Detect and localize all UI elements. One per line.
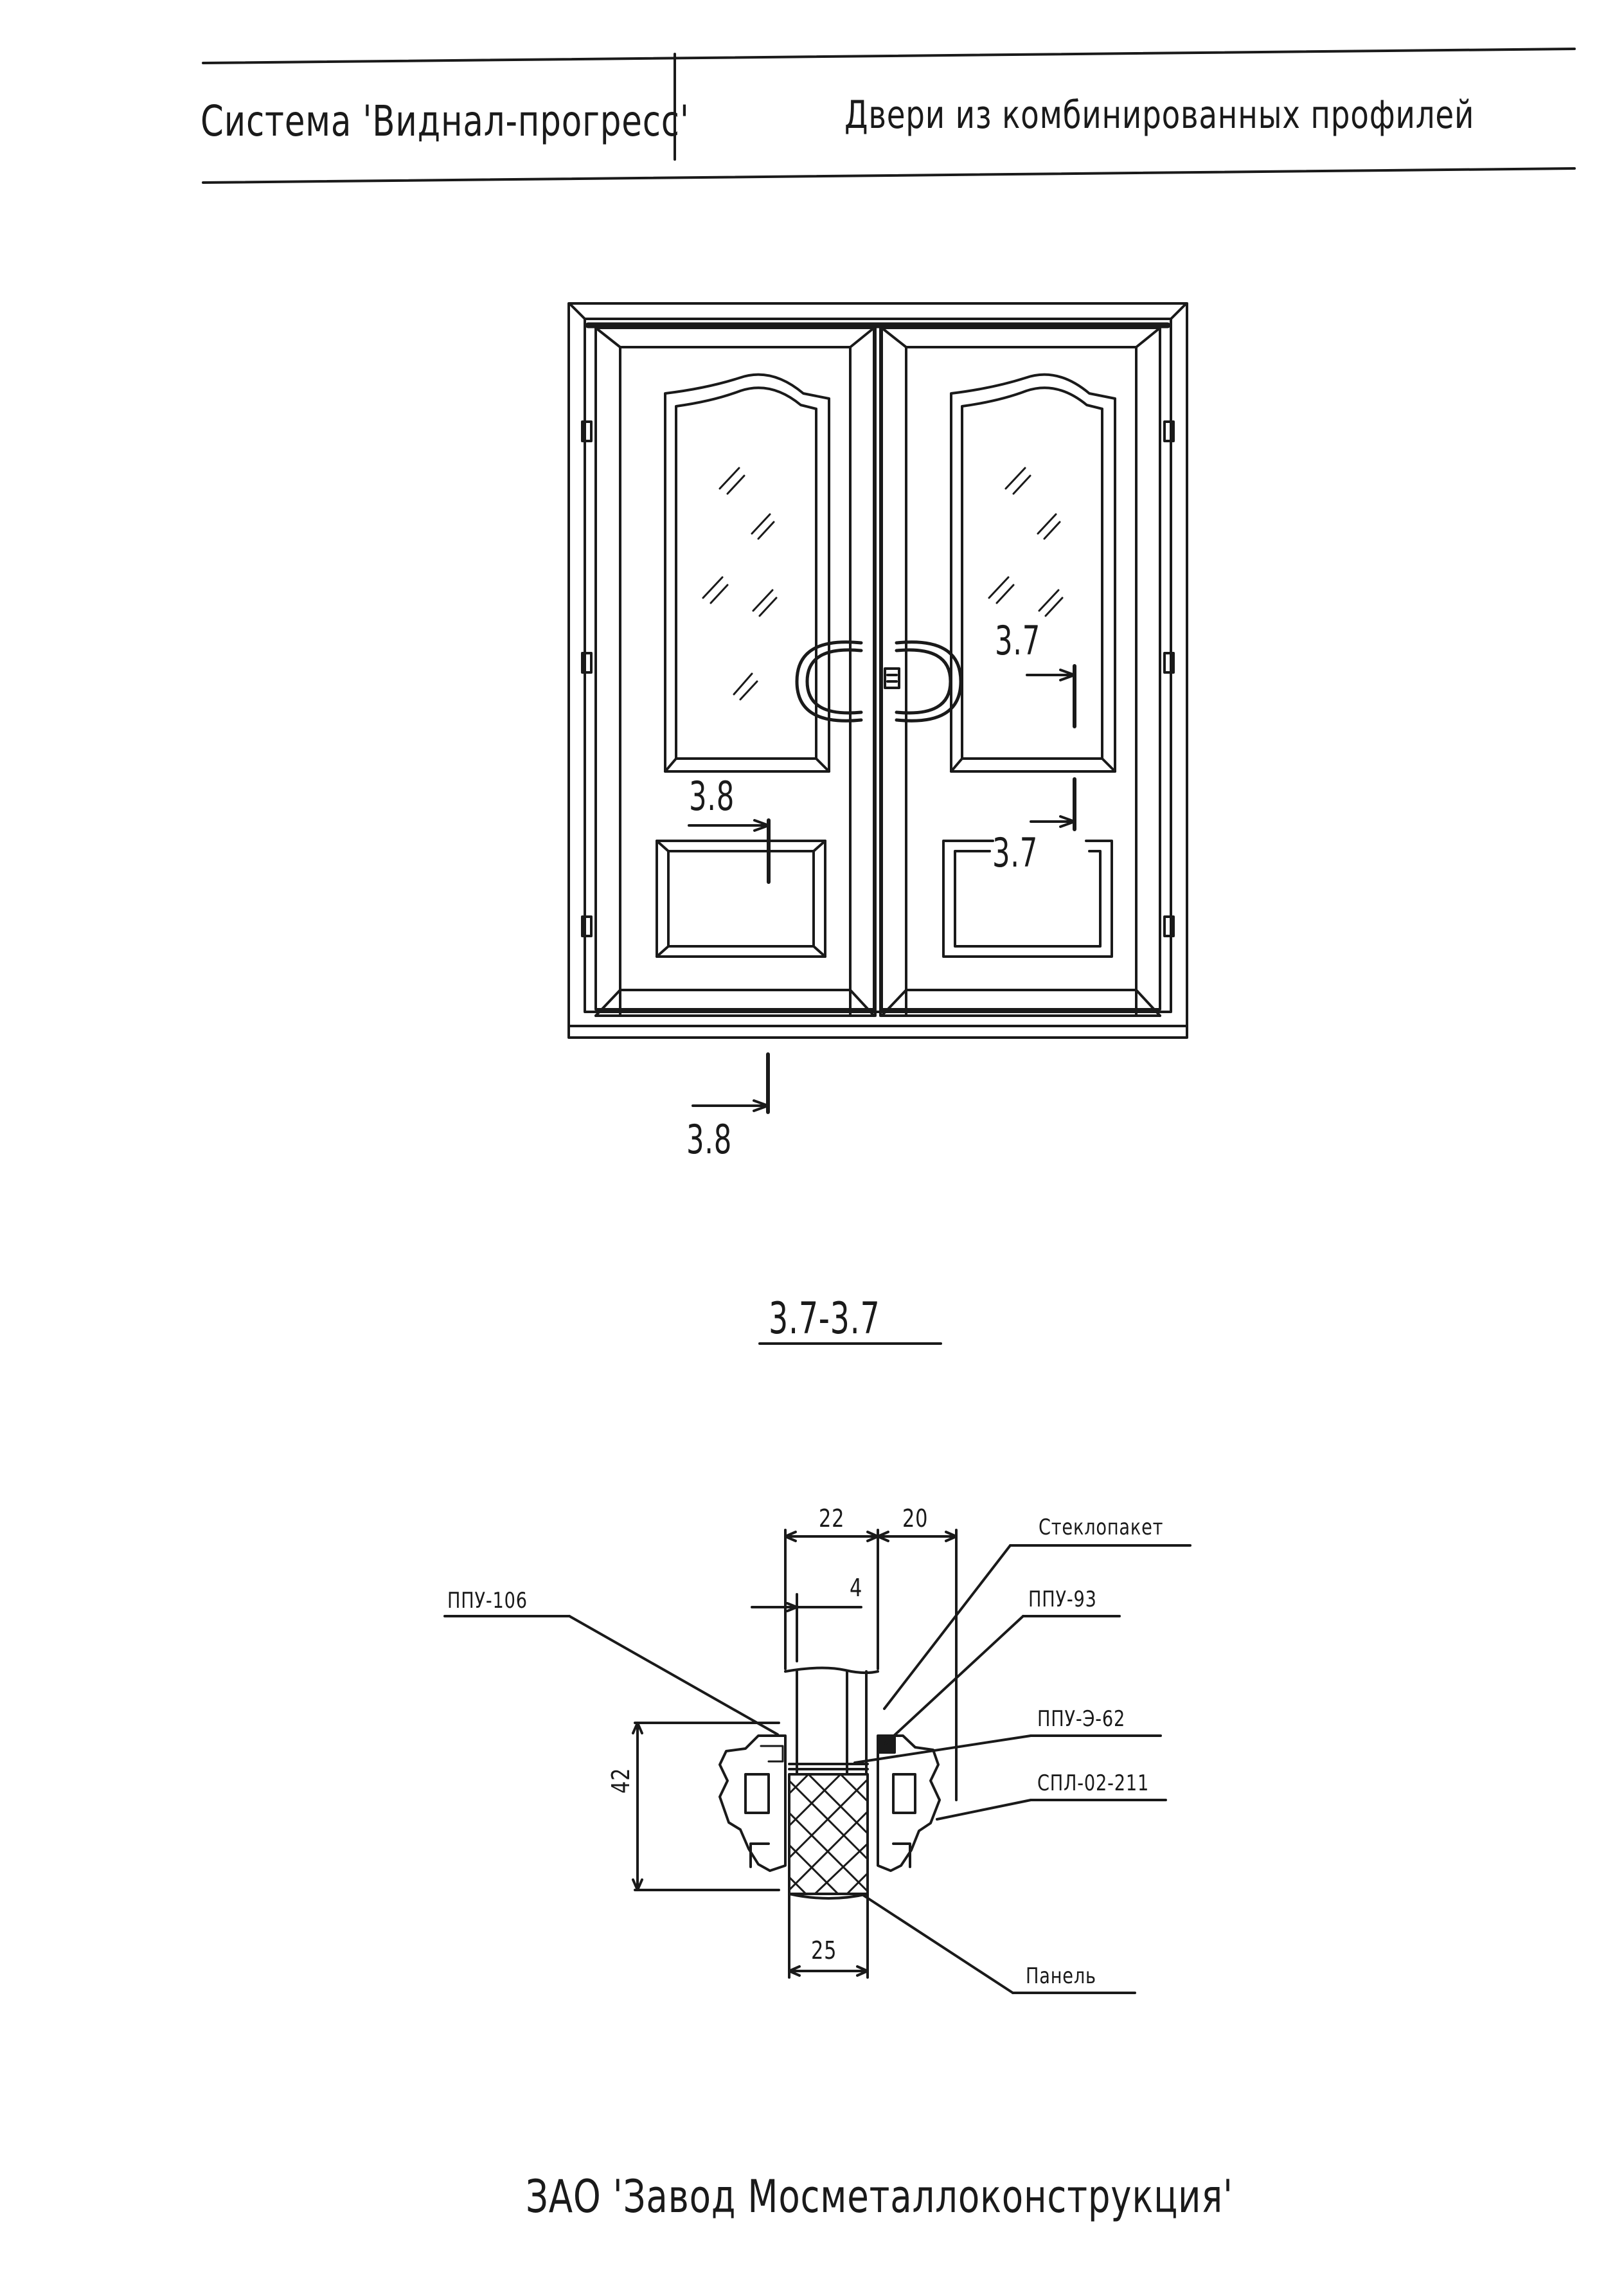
leader-ppu-e-62	[853, 1734, 1032, 1764]
leader-panel	[860, 1893, 1014, 1994]
leader-spl	[936, 1799, 1032, 1821]
door-inner-frame	[584, 318, 1172, 1013]
left-glass-inner	[675, 386, 817, 760]
callout-panel: Панель	[1026, 1963, 1096, 1989]
panel-crosshatch	[788, 1773, 869, 1895]
right-glass-outer	[950, 373, 1116, 773]
cut-label-3-8-left: 3.8	[689, 773, 735, 820]
document-title: Двери из комбинированных профилей	[844, 93, 1475, 138]
right-leaf-frame	[880, 327, 1161, 1011]
left-leaf-frame	[594, 327, 875, 1011]
hinge-left-middle	[581, 652, 593, 674]
system-name: Система 'Виднал-прогресс'	[201, 96, 690, 146]
right-lower-panel-outer	[942, 840, 1113, 958]
cut-mark-3-7-upper	[1026, 664, 1076, 728]
hinge-left-top	[581, 420, 593, 442]
callout-spl-02-211: СПЛ-02-211	[1037, 1770, 1150, 1796]
cut-label-3-8-bottom: 3.8	[686, 1116, 733, 1163]
cut-label-3-7-upper: 3.7	[995, 617, 1041, 664]
leader-glazing	[883, 1544, 1012, 1710]
dim-glass-width: 22	[819, 1504, 845, 1533]
glass-unit-section	[784, 1666, 879, 1675]
cut-mark-3-7-lower	[1030, 777, 1076, 831]
dim-gap-width: 20	[902, 1504, 929, 1533]
cut-mark-3-8-bottom	[692, 1052, 770, 1114]
callout-glazing-unit: Стеклопакет	[1039, 1515, 1164, 1540]
callout-ppu-106: ППУ-106	[447, 1588, 528, 1614]
hinge-left-bottom	[581, 915, 593, 937]
right-lower-panel-inner	[954, 850, 1102, 948]
cut-label-3-7-lower: 3.7	[992, 829, 1039, 876]
left-glass-hatch	[702, 467, 778, 701]
profile-ppu-106	[718, 1734, 787, 1872]
profile-ppu-93-seal	[878, 1736, 896, 1754]
section-detail	[443, 1529, 1191, 1994]
double-door-elevation	[567, 302, 1188, 1114]
left-glass-outer	[664, 373, 830, 773]
left-door-handle[interactable]	[795, 640, 863, 723]
hinge-right-top	[1163, 420, 1175, 442]
title-block-top-line	[202, 48, 1576, 64]
callout-ppu-e-62: ППУ-Э-62	[1037, 1706, 1126, 1732]
company-footer: ЗАО 'Завод Мосметаллоконструкция'	[526, 2170, 1233, 2223]
right-glass-hatch	[988, 467, 1064, 617]
right-door-handle[interactable]	[895, 640, 963, 723]
dim-panel-width: 25	[811, 1936, 837, 1965]
right-glass-inner	[961, 386, 1103, 760]
title-block	[202, 48, 1576, 184]
dim-offset: 4	[850, 1574, 863, 1602]
section-title: 3.7-3.7	[769, 1293, 880, 1344]
cut-mark-3-8-left	[688, 818, 771, 884]
callout-ppu-93: ППУ-93	[1028, 1587, 1097, 1612]
left-lower-panel-inner	[667, 850, 815, 948]
door-outer-frame	[567, 302, 1188, 1039]
leader-ppu-93	[884, 1615, 1024, 1745]
hinge-right-middle	[1163, 652, 1175, 674]
dim-profile-height: 42	[607, 1767, 635, 1794]
left-lower-panel-outer	[656, 840, 826, 958]
lock-cylinder[interactable]	[884, 667, 900, 689]
title-block-bottom-line	[202, 167, 1576, 184]
hinge-right-bottom	[1163, 915, 1175, 937]
profile-right	[877, 1734, 941, 1872]
